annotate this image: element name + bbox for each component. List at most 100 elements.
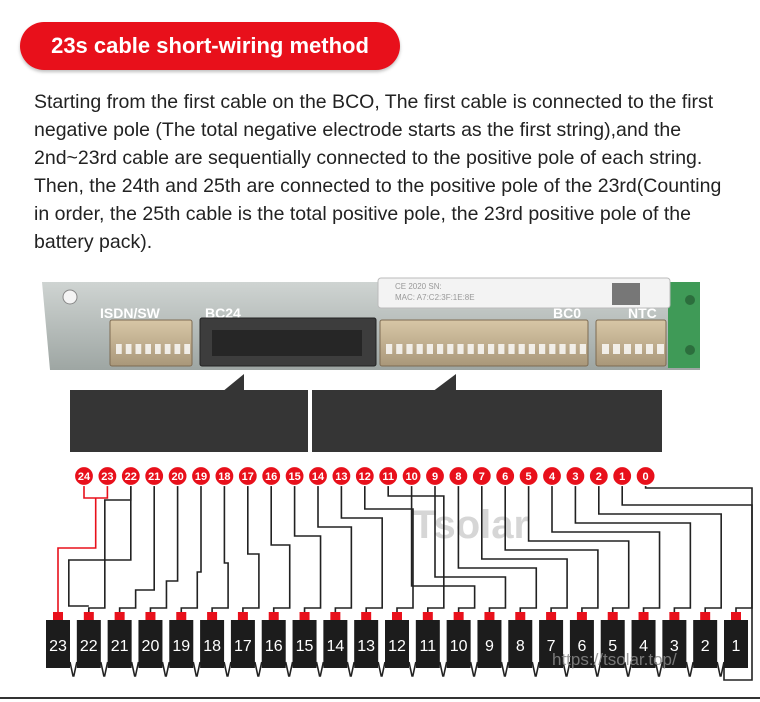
wire xyxy=(161,661,171,677)
pin-10: 10 xyxy=(401,465,422,487)
wire xyxy=(716,661,725,677)
cell-20: 20 xyxy=(138,612,163,668)
wire xyxy=(68,486,132,607)
pin-label: 14 xyxy=(312,471,325,483)
wire xyxy=(211,486,229,612)
wire xyxy=(434,486,507,612)
wire xyxy=(531,661,540,677)
cell-label: 9 xyxy=(485,638,494,655)
pin-label: 16 xyxy=(265,471,277,483)
cell-15: 15 xyxy=(292,612,317,668)
wire xyxy=(410,486,476,612)
pin-17: 17 xyxy=(237,465,258,487)
wire xyxy=(654,661,664,677)
pin-14: 14 xyxy=(307,465,329,487)
cell-label: 3 xyxy=(670,638,679,655)
cell-21: 21 xyxy=(107,612,132,668)
cell-6: 6 xyxy=(569,612,594,668)
pin-1: 1 xyxy=(612,465,633,487)
cell-2: 2 xyxy=(693,612,718,668)
wire xyxy=(118,486,155,612)
pin-3: 3 xyxy=(565,465,586,487)
pin-label: 5 xyxy=(526,471,532,483)
wire xyxy=(469,661,479,677)
wire xyxy=(223,661,232,677)
pin-2: 2 xyxy=(588,465,609,487)
wire xyxy=(457,486,538,612)
wire xyxy=(527,486,630,612)
cell-18: 18 xyxy=(200,612,225,668)
wire xyxy=(408,661,417,677)
wire xyxy=(254,661,263,677)
pin-19: 19 xyxy=(190,465,212,487)
cell-3: 3 xyxy=(662,612,687,668)
cell-label: 5 xyxy=(608,638,617,655)
wire xyxy=(551,486,661,612)
board-label-bc24: BC24 xyxy=(205,305,241,321)
wire xyxy=(284,661,294,677)
pin-label: 2 xyxy=(596,471,602,483)
wire xyxy=(685,661,694,677)
wire xyxy=(69,661,78,677)
cell-label: 1 xyxy=(732,638,741,655)
wire xyxy=(315,661,325,677)
connector-isdn-sw xyxy=(109,319,193,367)
board-label-isdn-sw: ISDN/SW xyxy=(100,305,161,321)
wire xyxy=(100,661,109,677)
pin-20: 20 xyxy=(167,465,188,487)
cell-label: 12 xyxy=(388,638,406,655)
chip-label-line-2: MAC: A7:C2:3F:1E:8E xyxy=(395,293,475,302)
board-label-ntc: NTC xyxy=(628,305,657,321)
wire xyxy=(180,486,202,612)
wire xyxy=(623,661,633,677)
pin-16: 16 xyxy=(261,465,282,487)
pin-label: 13 xyxy=(335,471,347,483)
cell-label: 14 xyxy=(326,638,344,655)
wire xyxy=(621,486,753,612)
pin-label: 18 xyxy=(218,471,230,483)
wire xyxy=(57,498,97,612)
cable-plug-left xyxy=(70,390,308,452)
chip-label-line-1: CE 2020 SN: xyxy=(395,282,442,291)
cell-14: 14 xyxy=(323,612,348,668)
pin-label: 3 xyxy=(572,471,578,483)
title-banner: 23s cable short-wiring method xyxy=(20,22,400,70)
pin-label: 11 xyxy=(382,471,394,483)
pin-11: 11 xyxy=(378,465,399,487)
wire xyxy=(387,486,445,612)
pin-label: 9 xyxy=(432,471,438,483)
pin-label: 0 xyxy=(643,471,649,483)
url-watermark: https://tsolar.top/ xyxy=(552,650,677,669)
pin-label: 20 xyxy=(171,471,183,483)
cell-label: 6 xyxy=(577,638,586,655)
cell-19: 19 xyxy=(169,612,194,668)
wire xyxy=(192,661,201,677)
wire xyxy=(439,661,448,677)
cell-label: 11 xyxy=(420,638,437,655)
cell-8: 8 xyxy=(508,612,533,668)
cell-7: 7 xyxy=(539,612,564,668)
connector-ntc xyxy=(595,319,667,367)
cell-1: 1 xyxy=(724,612,748,668)
pin-21: 21 xyxy=(144,465,165,487)
cell-22: 22 xyxy=(76,612,101,668)
cell-label: 17 xyxy=(234,638,252,655)
wire xyxy=(242,486,260,612)
cell-label: 22 xyxy=(80,638,98,655)
wire xyxy=(317,486,353,612)
cell-label: 23 xyxy=(49,638,67,655)
pin-label: 1 xyxy=(619,471,625,483)
wire xyxy=(377,661,386,677)
wire xyxy=(481,486,568,612)
pin-15: 15 xyxy=(284,465,305,487)
cell-4: 4 xyxy=(631,612,656,668)
pin-label: 4 xyxy=(549,471,556,483)
pin-label: 15 xyxy=(288,471,300,483)
cell-13: 13 xyxy=(354,612,379,668)
pin-18: 18 xyxy=(214,465,235,487)
pin-5: 5 xyxy=(518,465,539,487)
pin-label: 6 xyxy=(502,471,508,483)
cell-label: 10 xyxy=(450,638,468,655)
